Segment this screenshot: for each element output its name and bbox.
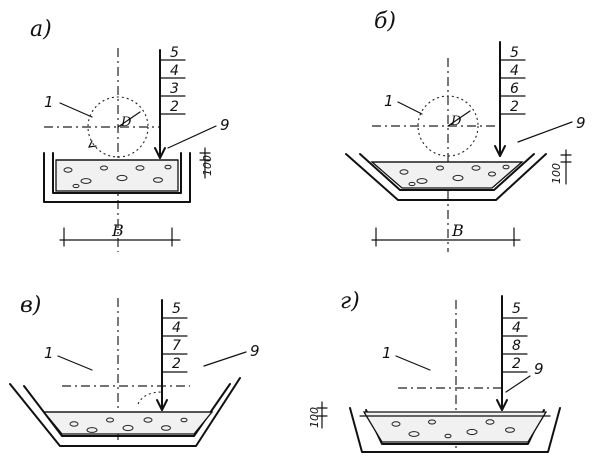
panel-a-leader-9: [167, 125, 217, 149]
panel-b-layer-2: 4: [510, 63, 519, 79]
panel-b-marker-1: 1: [384, 92, 394, 110]
panel-b-stones: [399, 164, 510, 187]
panel-d-stones: [391, 419, 515, 439]
panel-a-leader-1: [59, 102, 93, 118]
panel-a-depth-label: 100: [201, 155, 214, 176]
panel-c: в) 1 5 4 7 2 9: [9, 293, 260, 447]
panel-c-layer-2: 4: [172, 320, 181, 336]
panel-a-radius-label: D: [120, 115, 132, 130]
panel-b-layer-4: 2: [510, 99, 519, 115]
panel-a-marker-9: 9: [220, 116, 230, 134]
panel-b-layer-1: 5: [510, 45, 519, 61]
panel-a-stones: [63, 164, 172, 189]
panel-d-marker-1: 1: [382, 344, 392, 362]
panel-a-width-label: B: [111, 221, 124, 240]
panel-b-trench-inner: [359, 153, 535, 191]
panel-a-trench-inner: [52, 152, 182, 194]
panel-c-layer-4: 2: [172, 356, 181, 372]
panel-d-trench-outer: [349, 407, 561, 453]
panel-d-layer-4: 2: [512, 356, 521, 372]
panel-d-leader-1: [395, 355, 431, 371]
panel-a-marker-1: 1: [44, 93, 54, 111]
panel-b-leader-9: [517, 121, 573, 143]
panel-d: г) 1 5 4 8 2 9 100: [308, 289, 561, 453]
panel-a-layer-4: 2: [170, 99, 179, 115]
panel-c-layer-3: 7: [172, 338, 181, 354]
panel-b-circle: [417, 95, 479, 157]
panel-a-circle: [87, 96, 149, 158]
panel-c-letter: в): [20, 293, 41, 318]
panel-c-trench-outer: [9, 377, 241, 447]
panel-a: а) D 1 5 4 3 2 9: [30, 17, 230, 252]
panel-a-letter: а): [30, 17, 52, 42]
panel-b-layer-arrow: [494, 145, 506, 157]
panel-d-leader-9: [505, 375, 531, 393]
panel-b-letter: б): [374, 9, 396, 34]
panel-a-trench-outer: [43, 152, 191, 203]
panel-a-layer-1: 5: [170, 45, 179, 61]
panel-a-rotation-arrow: [87, 140, 97, 148]
panel-d-marker-9: 9: [534, 360, 544, 378]
panel-a-radius: [117, 111, 141, 128]
panel-c-arc: [137, 391, 163, 405]
panel-a-layer-3: 3: [170, 81, 179, 97]
panel-d-depth-label: 100: [308, 407, 321, 428]
panel-c-layer-arrow: [156, 399, 168, 411]
panel-d-layer-3: 8: [512, 338, 521, 354]
panel-a-layer-arrow: [154, 147, 166, 159]
panel-d-layer-2: 4: [512, 320, 521, 336]
panel-b-depth-label: 100: [550, 163, 563, 184]
panel-b-width-label: B: [451, 221, 464, 240]
panel-c-stones: [69, 417, 188, 433]
panel-b-leader-1: [397, 101, 423, 115]
panel-c-leader-1: [57, 355, 93, 371]
panel-b-marker-9: 9: [576, 114, 586, 132]
panel-c-marker-1: 1: [44, 344, 54, 362]
panel-b-radius-label: D: [450, 114, 462, 129]
panel-c-leader-9: [203, 351, 247, 367]
panel-d-layer-arrow: [496, 399, 508, 411]
panel-a-layer-2: 4: [170, 63, 179, 79]
panel-d-layer-1: 5: [512, 301, 521, 317]
panel-b-radius: [447, 110, 471, 127]
panel-c-trench-inner: [23, 383, 231, 437]
panel-d-letter: г): [340, 289, 360, 314]
panel-c-layer-1: 5: [172, 301, 181, 317]
panel-b-trench-outer: [345, 153, 547, 201]
panel-c-marker-9: 9: [250, 342, 260, 360]
panel-b-layer-3: 6: [510, 81, 519, 97]
panel-a-aggregate: [55, 159, 179, 192]
panel-b: б) D 1 5 4 6 2 9 100: [345, 9, 586, 252]
